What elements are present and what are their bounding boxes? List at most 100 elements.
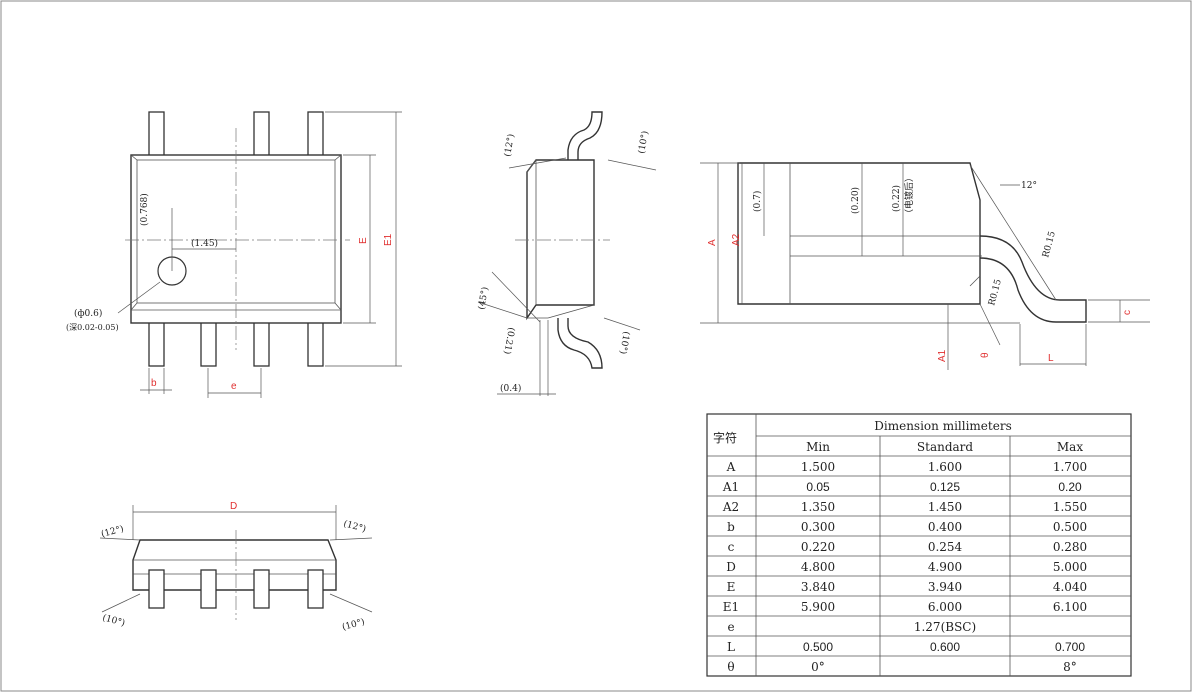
cell-symbol: b	[727, 520, 735, 534]
front-lead-2	[200, 569, 217, 609]
angle-45: (45°)	[476, 286, 491, 311]
dimension-table: 字符 Dimension millimeters Min Standard Ma…	[706, 413, 1132, 677]
cell-max: 8°	[1063, 660, 1077, 674]
angle-10-top: (10°)	[636, 130, 651, 155]
end-view-labels: (12°) (10°) (45°) (0.21) (10°) (0.4)	[476, 130, 651, 394]
cell-min: 0.300	[801, 520, 835, 534]
unit-header: Dimension millimeters	[874, 419, 1011, 433]
label-c: c	[1122, 310, 1133, 315]
symbol-header: 字符	[713, 430, 737, 445]
front-lead-4	[307, 569, 324, 609]
cell-min: 3.840	[801, 580, 835, 594]
dim-022-note: （电镀后）	[903, 173, 915, 218]
lead-top-2	[253, 111, 270, 159]
cell-min: 1.500	[801, 460, 835, 474]
cell-standard: 1.600	[928, 460, 962, 474]
front-lead-3	[253, 569, 270, 609]
label-D: D	[230, 501, 237, 512]
label-L: L	[1048, 353, 1054, 364]
cell-min: 0.220	[801, 540, 835, 554]
angle-10-right: (10°)	[341, 616, 366, 633]
cell-standard: 4.900	[928, 560, 962, 574]
dim-phi: (ф0.6)	[74, 308, 102, 319]
label-theta: θ	[980, 352, 991, 358]
label-E1: E1	[383, 233, 394, 246]
col-standard-header: Standard	[917, 440, 973, 454]
label-A: A	[707, 239, 718, 246]
cell-max: 0.20	[1058, 480, 1082, 494]
lead-bottom-1	[148, 317, 165, 367]
radius-top: R0.15	[1041, 230, 1058, 259]
lead-top-3	[307, 111, 324, 159]
side-view	[700, 162, 1150, 370]
angle-10-left: (10°)	[101, 612, 126, 629]
cell-standard: 0.600	[930, 640, 960, 654]
angle-12-left: (12°)	[100, 523, 125, 540]
cell-max: 1.700	[1053, 460, 1087, 474]
cell-standard: 1.450	[928, 500, 962, 514]
cell-min: 0.500	[803, 640, 833, 654]
end-body	[526, 159, 595, 321]
dim-07: (0.7)	[752, 191, 763, 212]
cell-standard: 1.27(BSC)	[914, 620, 976, 634]
cell-symbol: D	[726, 560, 736, 574]
cell-symbol: c	[728, 540, 735, 554]
col-max-header: Max	[1057, 440, 1083, 454]
cell-symbol: A1	[722, 480, 739, 494]
table-border	[706, 413, 1132, 677]
cell-standard: 6.000	[928, 600, 962, 614]
front-view	[99, 505, 373, 620]
label-e: e	[231, 381, 237, 392]
cell-symbol: A	[726, 460, 736, 474]
angle-12-right: (12°)	[342, 518, 367, 535]
dim-021: (0.21)	[501, 326, 517, 355]
cell-symbol: θ	[727, 660, 734, 674]
dim-022: (0.22)	[891, 185, 902, 212]
cell-min: 5.900	[801, 600, 835, 614]
cell-min: 0°	[811, 660, 825, 674]
top-view	[117, 111, 402, 398]
col-min-header: Min	[806, 440, 830, 454]
label-E: E	[358, 237, 369, 244]
cell-min: 1.350	[801, 500, 835, 514]
cell-min: 0.05	[806, 480, 830, 494]
cell-standard: 3.940	[928, 580, 962, 594]
lead-bottom-3	[253, 317, 270, 367]
dim-depth: (深0.02-0.05)	[66, 323, 119, 332]
angle-12: 12°	[1021, 181, 1037, 191]
cell-max: 6.100	[1053, 600, 1087, 614]
label-A1: A1	[937, 349, 948, 362]
cell-max: 0.280	[1053, 540, 1087, 554]
cell-symbol: L	[727, 640, 735, 654]
angle-12-top: (12°)	[502, 133, 517, 158]
cell-min: 4.800	[801, 560, 835, 574]
dim-04: (0.4)	[500, 383, 521, 394]
top-view-labels: (0.768) (1.45) (ф0.6) (深0.02-0.05) b e E…	[66, 193, 394, 392]
front-lead-1	[148, 569, 165, 609]
cell-max: 5.000	[1053, 560, 1087, 574]
cell-max: 1.550	[1053, 500, 1087, 514]
cell-symbol: A2	[722, 500, 739, 514]
cell-symbol: E1	[723, 600, 739, 614]
cell-symbol: E	[727, 580, 736, 594]
lead-bottom-2	[200, 317, 217, 367]
end-view	[477, 111, 657, 396]
label-A2: A2	[731, 233, 742, 246]
cell-max: 4.040	[1053, 580, 1087, 594]
cell-standard: 0.400	[928, 520, 962, 534]
cell-symbol: e	[727, 620, 734, 634]
dim-0768: (0.768)	[139, 193, 150, 226]
side-body	[737, 162, 981, 305]
dim-020: (0.20)	[850, 187, 861, 214]
cell-standard: 0.125	[930, 480, 960, 494]
side-view-labels: (0.7) (0.20) (0.22) （电镀后） 12° R0.15 R0.1…	[707, 173, 1133, 364]
cell-standard: 0.254	[928, 540, 963, 554]
label-b: b	[151, 378, 157, 389]
radius-bottom: R0.15	[987, 278, 1004, 307]
angle-10-bottom: (10°)	[617, 330, 632, 355]
dim-145: (1.45)	[191, 238, 218, 249]
cell-max: 0.700	[1055, 640, 1085, 654]
front-view-labels: D (12°) (12°) (10°) (10°)	[100, 501, 367, 633]
